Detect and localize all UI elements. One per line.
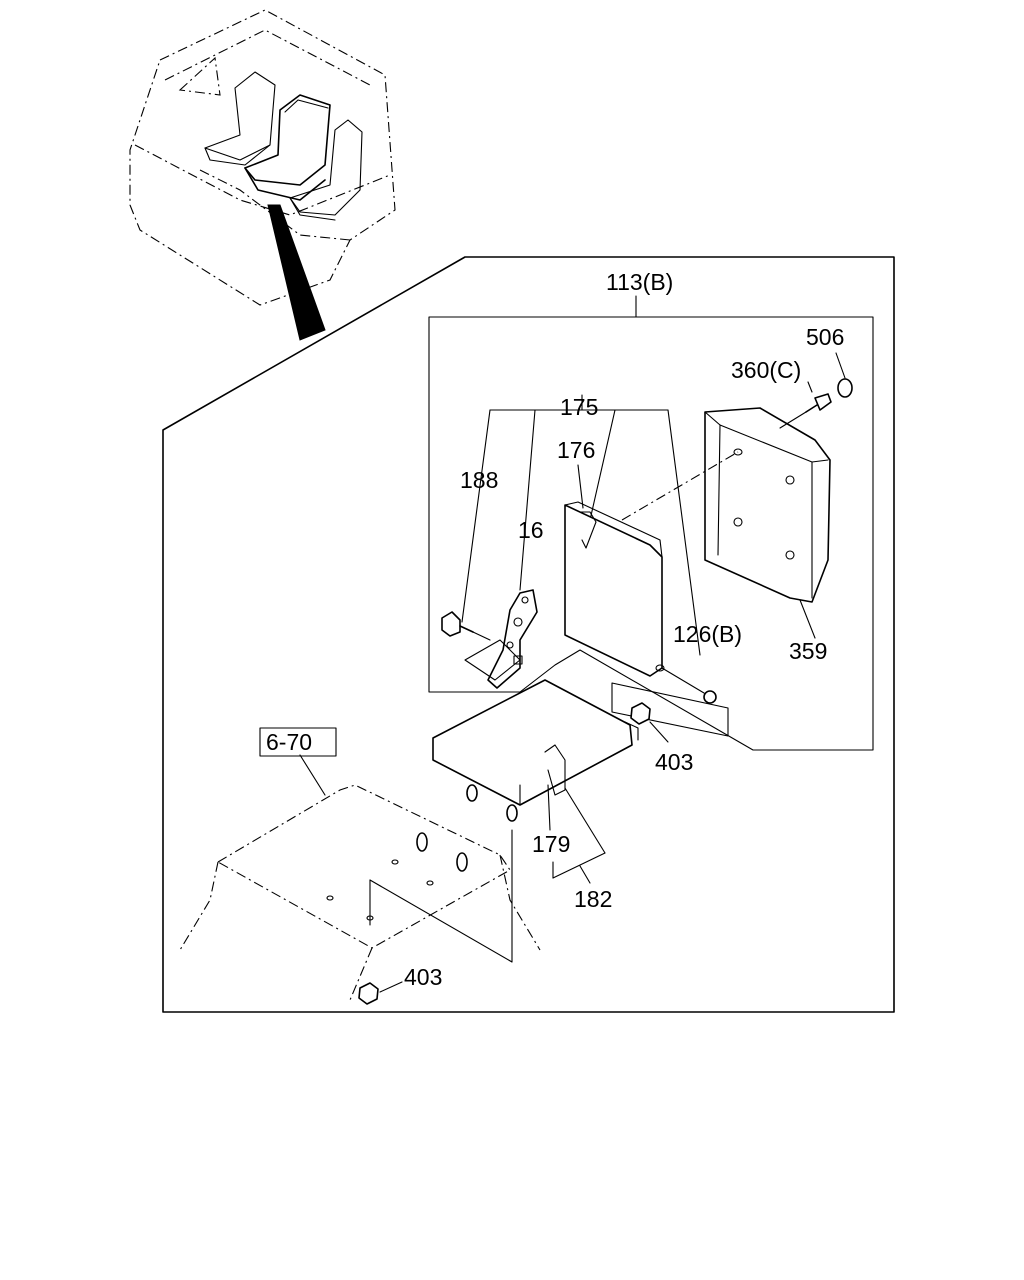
hinge-bracket-16 <box>464 589 538 689</box>
label-188: 188 <box>460 467 498 493</box>
label-16: 16 <box>518 517 544 543</box>
label-360c: 360(C) <box>731 357 801 383</box>
nut-403-lower <box>358 981 403 1005</box>
nut-126b <box>661 667 717 704</box>
label-113b: 113(B) <box>606 269 673 295</box>
label-176: 176 <box>557 437 595 463</box>
label-403-lower: 403 <box>404 964 442 990</box>
callout-175-bracket <box>461 394 701 656</box>
label-359: 359 <box>789 638 827 664</box>
subassembly-frame-113b <box>428 316 874 751</box>
label-182: 182 <box>574 886 612 912</box>
screw-360c <box>779 381 832 429</box>
label-175: 175 <box>560 394 598 420</box>
nut-403-upper <box>630 702 669 743</box>
cap-506 <box>835 352 853 398</box>
reference-box-6-70 <box>259 727 337 757</box>
label-179: 179 <box>532 831 570 857</box>
label-6-70: 6-70 <box>266 729 312 755</box>
floor-console <box>179 754 541 1001</box>
label-403-upper: 403 <box>655 749 693 775</box>
seat-cushion <box>432 679 639 822</box>
main-detail-frame <box>162 256 895 1013</box>
label-126b: 126(B) <box>673 621 742 647</box>
cab-overview-illustration <box>129 9 396 341</box>
rear-cover-359 <box>704 407 831 639</box>
bolt-188 <box>441 611 491 641</box>
label-506: 506 <box>806 324 844 350</box>
